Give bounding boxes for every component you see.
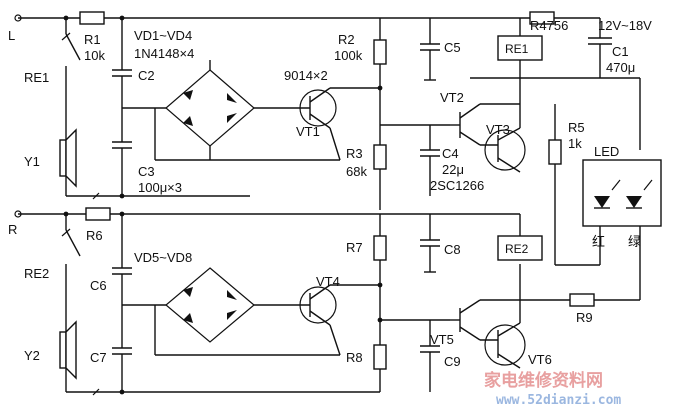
labels: L R RE1 RE2 Y1 Y2 R1 10k R6 C2 C3 100μ×3… — [8, 18, 652, 369]
label-RE1: RE1 — [24, 70, 49, 85]
resistor-R2 — [373, 39, 387, 65]
watermark-text: 家电维修资料网 — [484, 370, 603, 391]
label-C4-value: 22μ — [442, 162, 464, 177]
label-VT2: VT2 — [440, 90, 464, 105]
label-red-led: 红 — [592, 234, 605, 250]
speaker-Y2 — [59, 331, 67, 369]
label-R5: R5 — [568, 120, 585, 135]
input-terminal-L — [14, 14, 22, 22]
label-R6: R6 — [86, 228, 103, 243]
label-C3-value: 100μ×3 — [138, 180, 182, 195]
transistor-VT3 — [484, 129, 526, 171]
relay-coil-RE1 — [497, 35, 543, 61]
led-module — [582, 159, 662, 227]
resistor-R4 — [529, 11, 555, 25]
label-C3: C3 — [138, 164, 155, 179]
resistor-R5 — [548, 139, 562, 165]
label-VD5-VD8: VD5~VD8 — [134, 250, 192, 265]
bridge-rectifier-VD5-VD8 — [165, 267, 255, 343]
label-RE1-coil: RE1 — [505, 42, 529, 56]
resistor-R3 — [373, 144, 387, 170]
left-channel — [14, 11, 662, 265]
transistor-VT6 — [484, 324, 526, 366]
label-R1-value: 10k — [84, 48, 105, 63]
label-VD1-VD4: VD1~VD4 — [134, 28, 192, 43]
label-transistor-part: 9014×2 — [284, 68, 328, 83]
label-RE2-coil: RE2 — [505, 242, 529, 256]
label-VT3: VT3 — [486, 122, 510, 137]
bridge-rectifier-VD1-VD4 — [165, 69, 255, 147]
label-R2-value: 100k — [334, 48, 363, 63]
label-C1-value: 470μ — [606, 60, 635, 75]
label-C6: C6 — [90, 278, 107, 293]
resistor-R8 — [373, 344, 387, 370]
label-Y2: Y2 — [24, 348, 40, 363]
label-C5: C5 — [444, 40, 461, 55]
label-R2: R2 — [338, 32, 355, 47]
label-R5-value: 1k — [568, 136, 582, 151]
label-RE2: RE2 — [24, 266, 49, 281]
resistor-R1 — [79, 11, 105, 25]
label-R3-value: 68k — [346, 164, 367, 179]
label-C8: C8 — [444, 242, 461, 257]
speaker-Y1 — [59, 139, 67, 177]
label-VT1: VT1 — [296, 124, 320, 139]
label-VT5: VT5 — [430, 332, 454, 347]
label-R9: R9 — [576, 310, 593, 325]
label-C2: C2 — [138, 68, 155, 83]
label-VD1-VD4-part: 1N4148×4 — [134, 46, 194, 61]
resistor-R9 — [569, 293, 595, 307]
label-LED: LED — [594, 144, 619, 159]
input-terminal-R — [14, 210, 22, 218]
resistor-R6 — [85, 207, 111, 221]
label-L: L — [8, 28, 15, 43]
right-channel — [14, 207, 641, 396]
label-R3: R3 — [346, 146, 363, 161]
label-VT4: VT4 — [316, 274, 340, 289]
label-R8: R8 — [346, 350, 363, 365]
label-R: R — [8, 222, 17, 237]
label-supply: 12V~18V — [598, 18, 652, 33]
label-Y1: Y1 — [24, 154, 40, 169]
label-C9: C9 — [444, 354, 461, 369]
label-VT3-part: 2SC1266 — [430, 178, 484, 193]
label-VT6: VT6 — [528, 352, 552, 367]
label-R7: R7 — [346, 240, 363, 255]
resistor-R7 — [373, 235, 387, 261]
label-R1: R1 — [84, 32, 101, 47]
label-C4: C4 — [442, 146, 459, 161]
label-C1: C1 — [612, 44, 629, 59]
label-R4: R4756 — [530, 18, 568, 33]
label-C7: C7 — [90, 350, 107, 365]
watermark-url: www.52dianzi.com — [496, 393, 621, 408]
relay-coil-RE2 — [497, 235, 543, 261]
label-green-led: 绿 — [628, 235, 641, 250]
